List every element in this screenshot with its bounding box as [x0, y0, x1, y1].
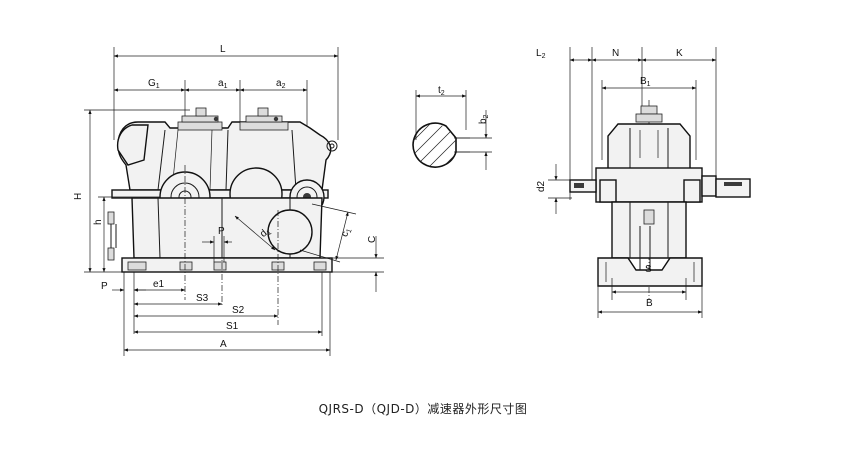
- front-view: L G1 a1 a2 H h P d1 c1 C: [73, 44, 384, 356]
- dim-S: S: [645, 264, 652, 275]
- dim-h: h: [93, 219, 104, 225]
- dim-B: B: [646, 298, 653, 309]
- dim-B1: B1: [640, 76, 651, 88]
- dim-H: H: [73, 193, 84, 200]
- dim-C: C: [367, 236, 378, 243]
- dim-L: L: [220, 44, 226, 55]
- dim-N: N: [612, 48, 619, 59]
- dim-d2: d2: [536, 180, 547, 192]
- dim-a1: a1: [218, 78, 228, 90]
- dim-S2: S2: [232, 305, 245, 316]
- dim-K: K: [676, 48, 683, 59]
- dim-c1: c1: [339, 226, 353, 239]
- dim-P-top: P: [218, 226, 225, 237]
- dim-A: A: [220, 339, 227, 350]
- keyway-detail: t2 b2: [412, 85, 492, 170]
- dim-G1: G1: [148, 78, 160, 90]
- dim-e1: e1: [153, 279, 165, 290]
- dim-a2: a2: [276, 78, 286, 90]
- figure-caption: QJRS-D（QJD-D）减速器外形尺寸图: [318, 402, 528, 416]
- dim-t2: t2: [438, 85, 445, 97]
- side-view: L2 N K B1 d2: [536, 47, 751, 318]
- dim-S1: S1: [226, 321, 239, 332]
- dim-b2: b2: [478, 114, 490, 124]
- dim-S3: S3: [196, 293, 209, 304]
- dim-d1: d1: [258, 225, 273, 240]
- dim-P: P: [101, 281, 108, 292]
- dim-L2: L2: [536, 48, 546, 60]
